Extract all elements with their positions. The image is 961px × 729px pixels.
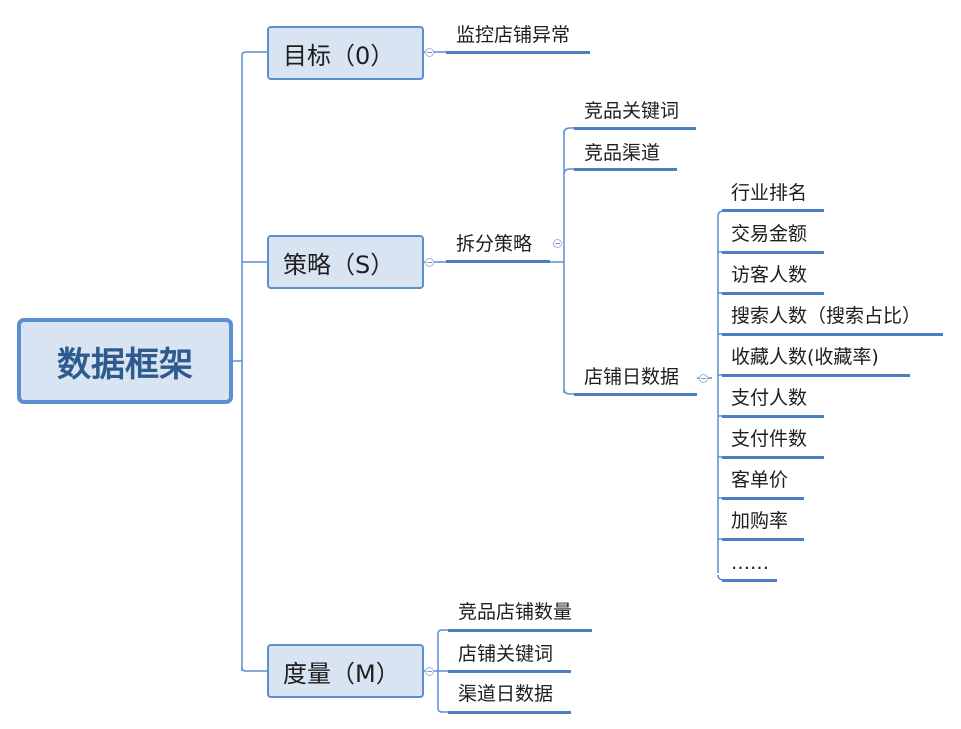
leaf-label: 店铺日数据 [584, 366, 680, 388]
topic-goal-label: 目标（0） [283, 41, 395, 70]
node-split-strategy[interactable]: 拆分策略 [456, 233, 532, 255]
leaf-label: 竞品关键词 [584, 100, 680, 122]
collapse-toggle-measure[interactable] [425, 667, 434, 676]
underline [446, 51, 590, 54]
leaf-ellipsis[interactable]: …… [731, 552, 769, 574]
underline [574, 127, 696, 130]
leaf-store-keywords[interactable]: 店铺关键词 [458, 643, 553, 665]
leaf-channel-daily-data[interactable]: 渠道日数据 [458, 683, 553, 705]
topic-measure[interactable]: 度量（M） [267, 644, 424, 698]
underline [722, 579, 777, 582]
leaf-searchers[interactable]: 搜索人数（搜索占比） [731, 305, 921, 327]
underline [574, 168, 677, 171]
underline [722, 497, 804, 500]
underline [722, 538, 804, 541]
leaf-competitor-channels[interactable]: 竞品渠道 [584, 142, 660, 164]
leaf-payers[interactable]: 支付人数 [731, 387, 807, 409]
leaf-label: 支付人数 [731, 387, 808, 409]
leaf-transaction-amount[interactable]: 交易金额 [731, 223, 807, 245]
underline [574, 393, 697, 396]
node-store-daily-data[interactable]: 店铺日数据 [584, 366, 679, 388]
underline [722, 333, 943, 336]
underline [448, 670, 571, 673]
underline [448, 629, 592, 632]
collapse-toggle-strategy[interactable] [425, 258, 434, 267]
leaf-favorites[interactable]: 收藏人数(收藏率) [731, 346, 879, 368]
underline [722, 456, 824, 459]
topic-measure-label: 度量（M） [283, 659, 400, 688]
leaf-label: 客单价 [731, 469, 789, 491]
underline [722, 415, 824, 418]
collapse-toggle-split-strategy[interactable] [553, 239, 562, 248]
leaf-label: 收藏人数(收藏率) [731, 346, 879, 368]
leaf-label: 竞品渠道 [584, 142, 661, 164]
root-node[interactable]: 数据框架 [17, 318, 233, 404]
leaf-competitor-keywords[interactable]: 竞品关键词 [584, 100, 679, 122]
leaf-competitor-store-count[interactable]: 竞品店铺数量 [458, 601, 572, 623]
leaf-label: 搜索人数（搜索占比） [731, 305, 922, 327]
collapse-toggle-daily-data[interactable] [699, 374, 708, 383]
topic-strategy[interactable]: 策略（S） [267, 235, 424, 289]
root-label: 数据框架 [57, 344, 193, 385]
leaf-label: 行业排名 [731, 182, 808, 204]
leaf-label: 加购率 [731, 510, 789, 532]
underline [448, 711, 571, 714]
topic-strategy-label: 策略（S） [283, 250, 395, 279]
leaf-monitor-anomaly[interactable]: 监控店铺异常 [456, 24, 570, 46]
leaf-add-to-cart-rate[interactable]: 加购率 [731, 510, 788, 532]
leaf-label: 交易金额 [731, 223, 808, 245]
topic-goal[interactable]: 目标（0） [267, 26, 424, 80]
underline [722, 251, 824, 254]
collapse-toggle-goal[interactable] [425, 48, 434, 57]
leaf-visitors[interactable]: 访客人数 [731, 264, 807, 286]
underline [722, 374, 910, 377]
leaf-label: 竞品店铺数量 [458, 601, 573, 623]
leaf-label: 监控店铺异常 [456, 24, 571, 46]
leaf-label: 店铺关键词 [458, 643, 554, 665]
leaf-avg-order-value[interactable]: 客单价 [731, 469, 788, 491]
underline [722, 209, 824, 212]
underline [722, 292, 824, 295]
leaf-label: …… [731, 552, 769, 574]
leaf-label: 访客人数 [731, 264, 808, 286]
leaf-industry-rank[interactable]: 行业排名 [731, 182, 807, 204]
underline [446, 260, 550, 263]
leaf-label: 拆分策略 [456, 233, 533, 255]
leaf-label: 渠道日数据 [458, 683, 554, 705]
leaf-paid-items[interactable]: 支付件数 [731, 428, 807, 450]
leaf-label: 支付件数 [731, 428, 808, 450]
